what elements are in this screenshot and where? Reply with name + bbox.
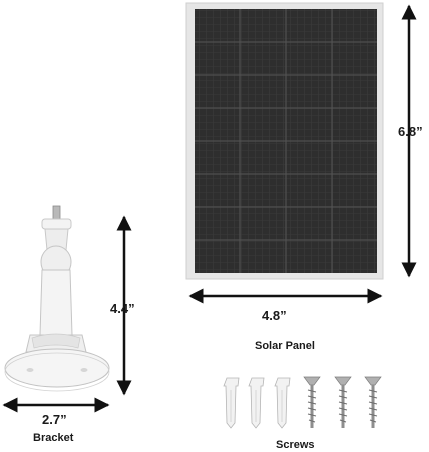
bracket-knob <box>41 218 72 230</box>
screw <box>334 376 352 428</box>
panel-height-label: 6.8” <box>398 124 423 139</box>
bracket <box>4 205 110 392</box>
solar-panel-grid <box>195 9 377 273</box>
screws-caption: Screws <box>276 439 315 451</box>
screw <box>303 376 321 428</box>
wall-anchor <box>223 377 240 429</box>
bracket-caption: Bracket <box>33 432 74 444</box>
panel-width-label: 4.8” <box>262 308 287 323</box>
screws <box>303 376 382 428</box>
wall-anchor <box>248 377 265 429</box>
bracket-width-label: 2.7” <box>42 412 67 427</box>
bracket-screw-tip <box>52 205 61 221</box>
screw <box>364 376 382 428</box>
bracket-height-label: 4.4” <box>110 301 135 316</box>
wall-anchor <box>274 377 291 429</box>
wall-anchors <box>223 377 291 429</box>
solar-panel-caption: Solar Panel <box>255 340 315 352</box>
solar-panel <box>185 2 384 280</box>
